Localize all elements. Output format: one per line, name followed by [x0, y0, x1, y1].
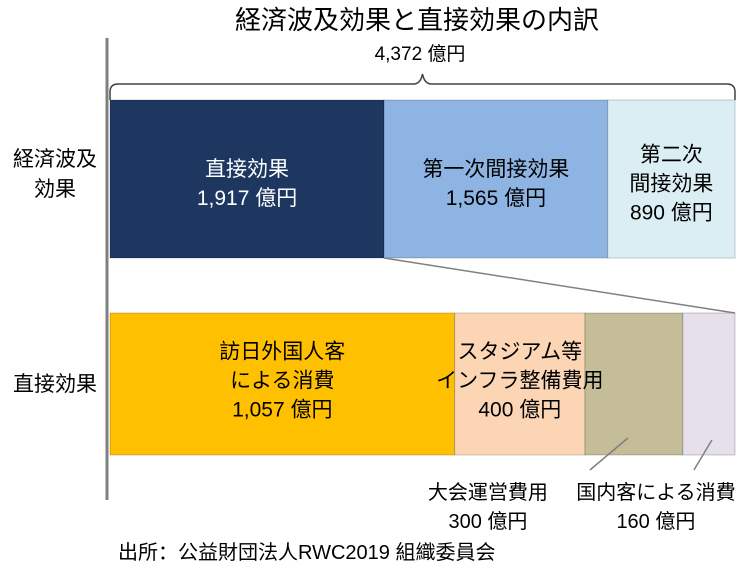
segment-label: スタジアム等 インフラ整備費用 400 億円	[436, 338, 603, 425]
callout-line	[693, 439, 713, 471]
segment-name: 直接効果	[205, 158, 290, 181]
segment-label: 直接効果 1,917 億円	[197, 155, 297, 213]
bar-segment	[584, 312, 684, 456]
category-label: 直接効果	[13, 373, 97, 396]
bars-group	[109, 99, 736, 456]
segment-name: 第二次 間接効果	[629, 143, 714, 196]
total-label: 4,372 億円	[374, 44, 466, 65]
segment-value: 1,917 億円	[196, 187, 298, 210]
segment-name: スタジアム等 インフラ整備費用	[436, 340, 604, 393]
segment-name: 大会運営費用	[427, 482, 548, 504]
segment-value: 160 億円	[616, 511, 696, 533]
bar-segment	[607, 99, 736, 259]
segment-name: 第一次間接効果	[422, 158, 570, 181]
segment-label: 第二次 間接効果 890 億円	[629, 141, 713, 228]
bar-segment	[454, 312, 586, 456]
segment-name: 訪日外国人客 による消費	[219, 340, 346, 393]
segment-value: 890 億円	[629, 201, 713, 225]
segment-value: 300 億円	[448, 511, 528, 533]
callout-label: 国内客による消費 160 億円	[576, 479, 735, 537]
zoom-connector-line	[383, 257, 736, 314]
bar-segment	[383, 99, 609, 259]
callout-lines-group	[589, 437, 713, 471]
bar-segment	[109, 312, 456, 456]
callout-line	[589, 437, 629, 471]
chart-title: 経済波及効果と直接効果の内訳	[234, 5, 600, 35]
segment-name: 国内客による消費	[576, 482, 736, 504]
segment-label: 訪日外国人客 による消費 1,057 億円	[219, 338, 345, 425]
total-brace	[109, 73, 736, 100]
segment-value: 1,057 億円	[232, 398, 333, 422]
segment-value: 400 億円	[478, 398, 562, 422]
source-note: 出所：公益財団法人RWC2019 組織委員会	[118, 542, 496, 564]
segment-label: 第一次間接効果 1,565 億円	[422, 155, 569, 213]
bar-segment	[682, 312, 736, 456]
category-label: 経済波及 効果	[13, 148, 97, 201]
segment-value: 1,565 億円	[445, 187, 547, 210]
bar-segment	[109, 99, 385, 259]
callout-label: 大会運営費用 300 億円	[428, 479, 548, 537]
